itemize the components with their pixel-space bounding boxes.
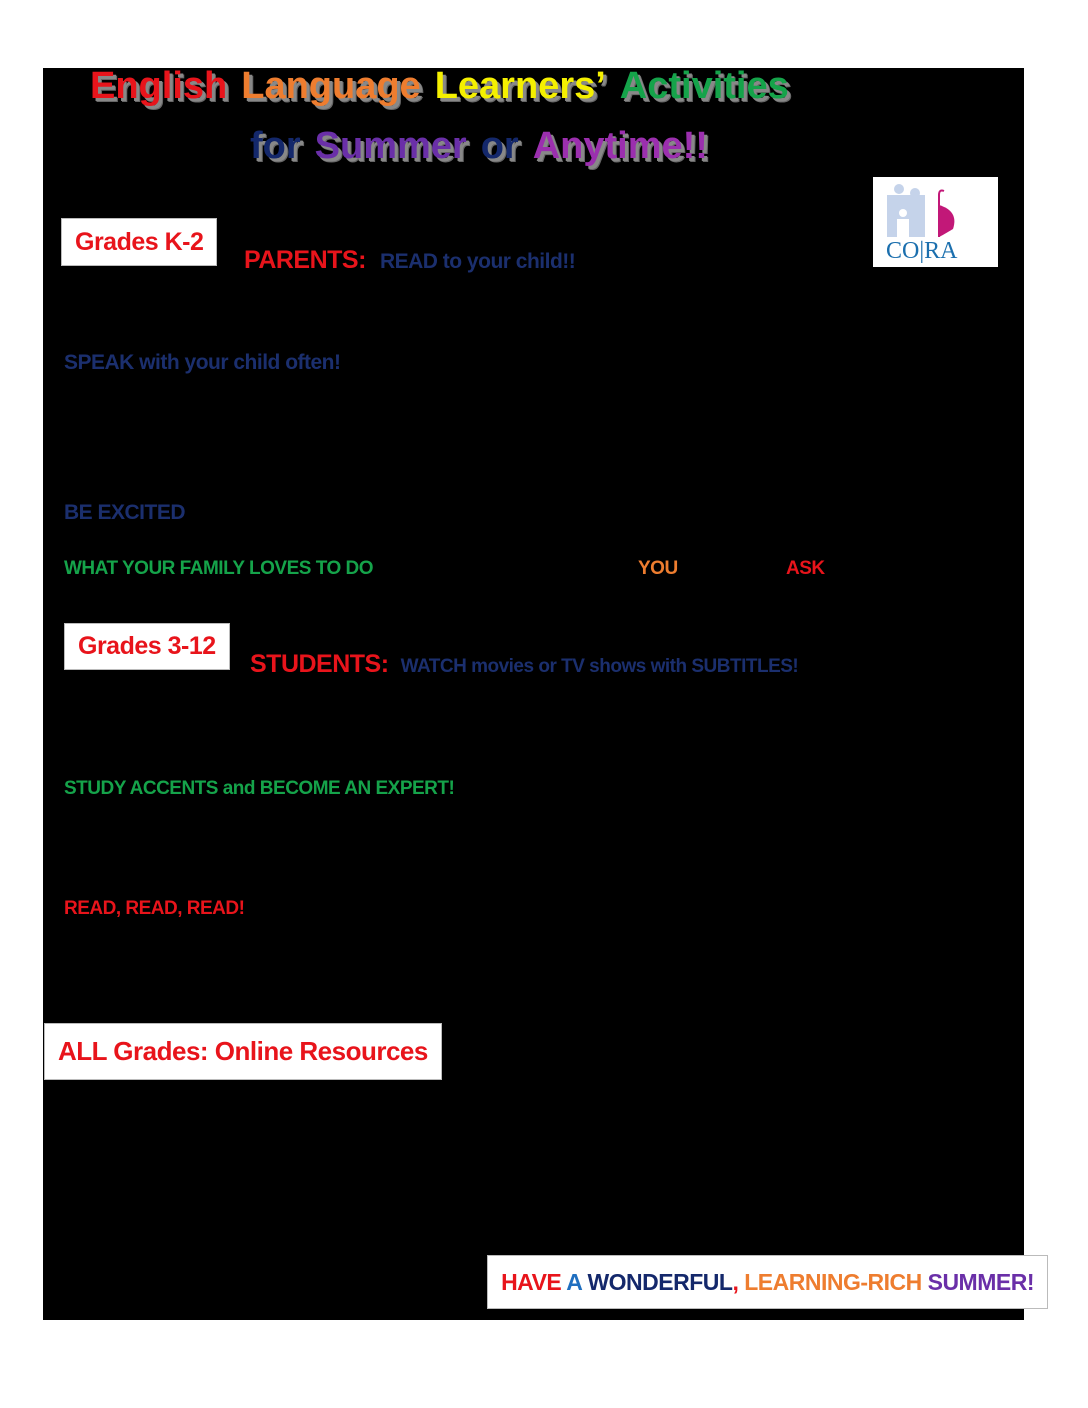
ask-text: ASK xyxy=(786,558,825,579)
students-line: STUDENTS: WATCH movies or TV shows with … xyxy=(250,650,799,679)
read-read-read: READ, READ, READ! xyxy=(64,898,245,919)
speak-with-child: SPEAK with your child often! xyxy=(64,351,341,374)
closing-word: HAVE xyxy=(501,1269,567,1295)
parents-label: PARENTS: xyxy=(244,246,366,274)
grades-3-12-badge: Grades 3-12 xyxy=(64,623,230,670)
title-word: or xyxy=(480,125,519,167)
title-line-2: for Summer or Anytime!! xyxy=(250,124,708,168)
title-word: for xyxy=(250,125,301,167)
family-umbrella-icon xyxy=(887,184,955,237)
parents-line: PARENTS: READ to your child!! xyxy=(244,246,576,275)
title-word: English xyxy=(90,65,228,107)
you-text: YOU xyxy=(638,558,678,579)
read-to-child: READ to your child!! xyxy=(379,250,576,273)
grades-3-12-label: Grades 3-12 xyxy=(78,632,216,660)
students-label: STUDENTS: xyxy=(250,650,389,678)
family-loves: WHAT YOUR FAMILY LOVES TO DO xyxy=(64,558,374,579)
grades-k2-label: Grades K-2 xyxy=(75,228,204,256)
closing-word: A xyxy=(566,1269,588,1295)
all-grades-badge: ALL Grades: Online Resources xyxy=(44,1023,442,1080)
closing-message-box: HAVE A WONDERFUL, LEARNING-RICH SUMMER! xyxy=(487,1255,1048,1309)
title-word: Learners’ xyxy=(434,65,606,107)
flyer-background xyxy=(43,68,1024,1320)
logo-text: CO|RA xyxy=(886,238,958,264)
grades-k2-badge: Grades K-2 xyxy=(61,218,218,266)
title-line-1: English Language Learners’ Activities xyxy=(90,64,789,108)
closing-word: , xyxy=(732,1269,745,1295)
closing-word: SUMMER! xyxy=(927,1269,1035,1295)
all-grades-label: ALL Grades: Online Resources xyxy=(58,1036,428,1066)
cora-logo: CO|RA xyxy=(873,177,998,267)
study-accents: STUDY ACCENTS and BECOME AN EXPERT! xyxy=(64,778,455,799)
be-excited: BE EXCITED xyxy=(64,501,186,524)
watch-subtitles: WATCH movies or TV shows with SUBTITLES! xyxy=(400,656,799,677)
title-word: Language xyxy=(241,65,421,107)
title-word: Summer xyxy=(314,125,467,167)
title-word: Activities xyxy=(619,65,789,107)
title-word: Anytime!! xyxy=(532,125,708,167)
closing-word: WONDERFUL xyxy=(587,1269,733,1295)
closing-word: LEARNING-RICH xyxy=(744,1269,928,1295)
closing-message: HAVE A WONDERFUL, LEARNING-RICH SUMMER! xyxy=(501,1269,1034,1295)
